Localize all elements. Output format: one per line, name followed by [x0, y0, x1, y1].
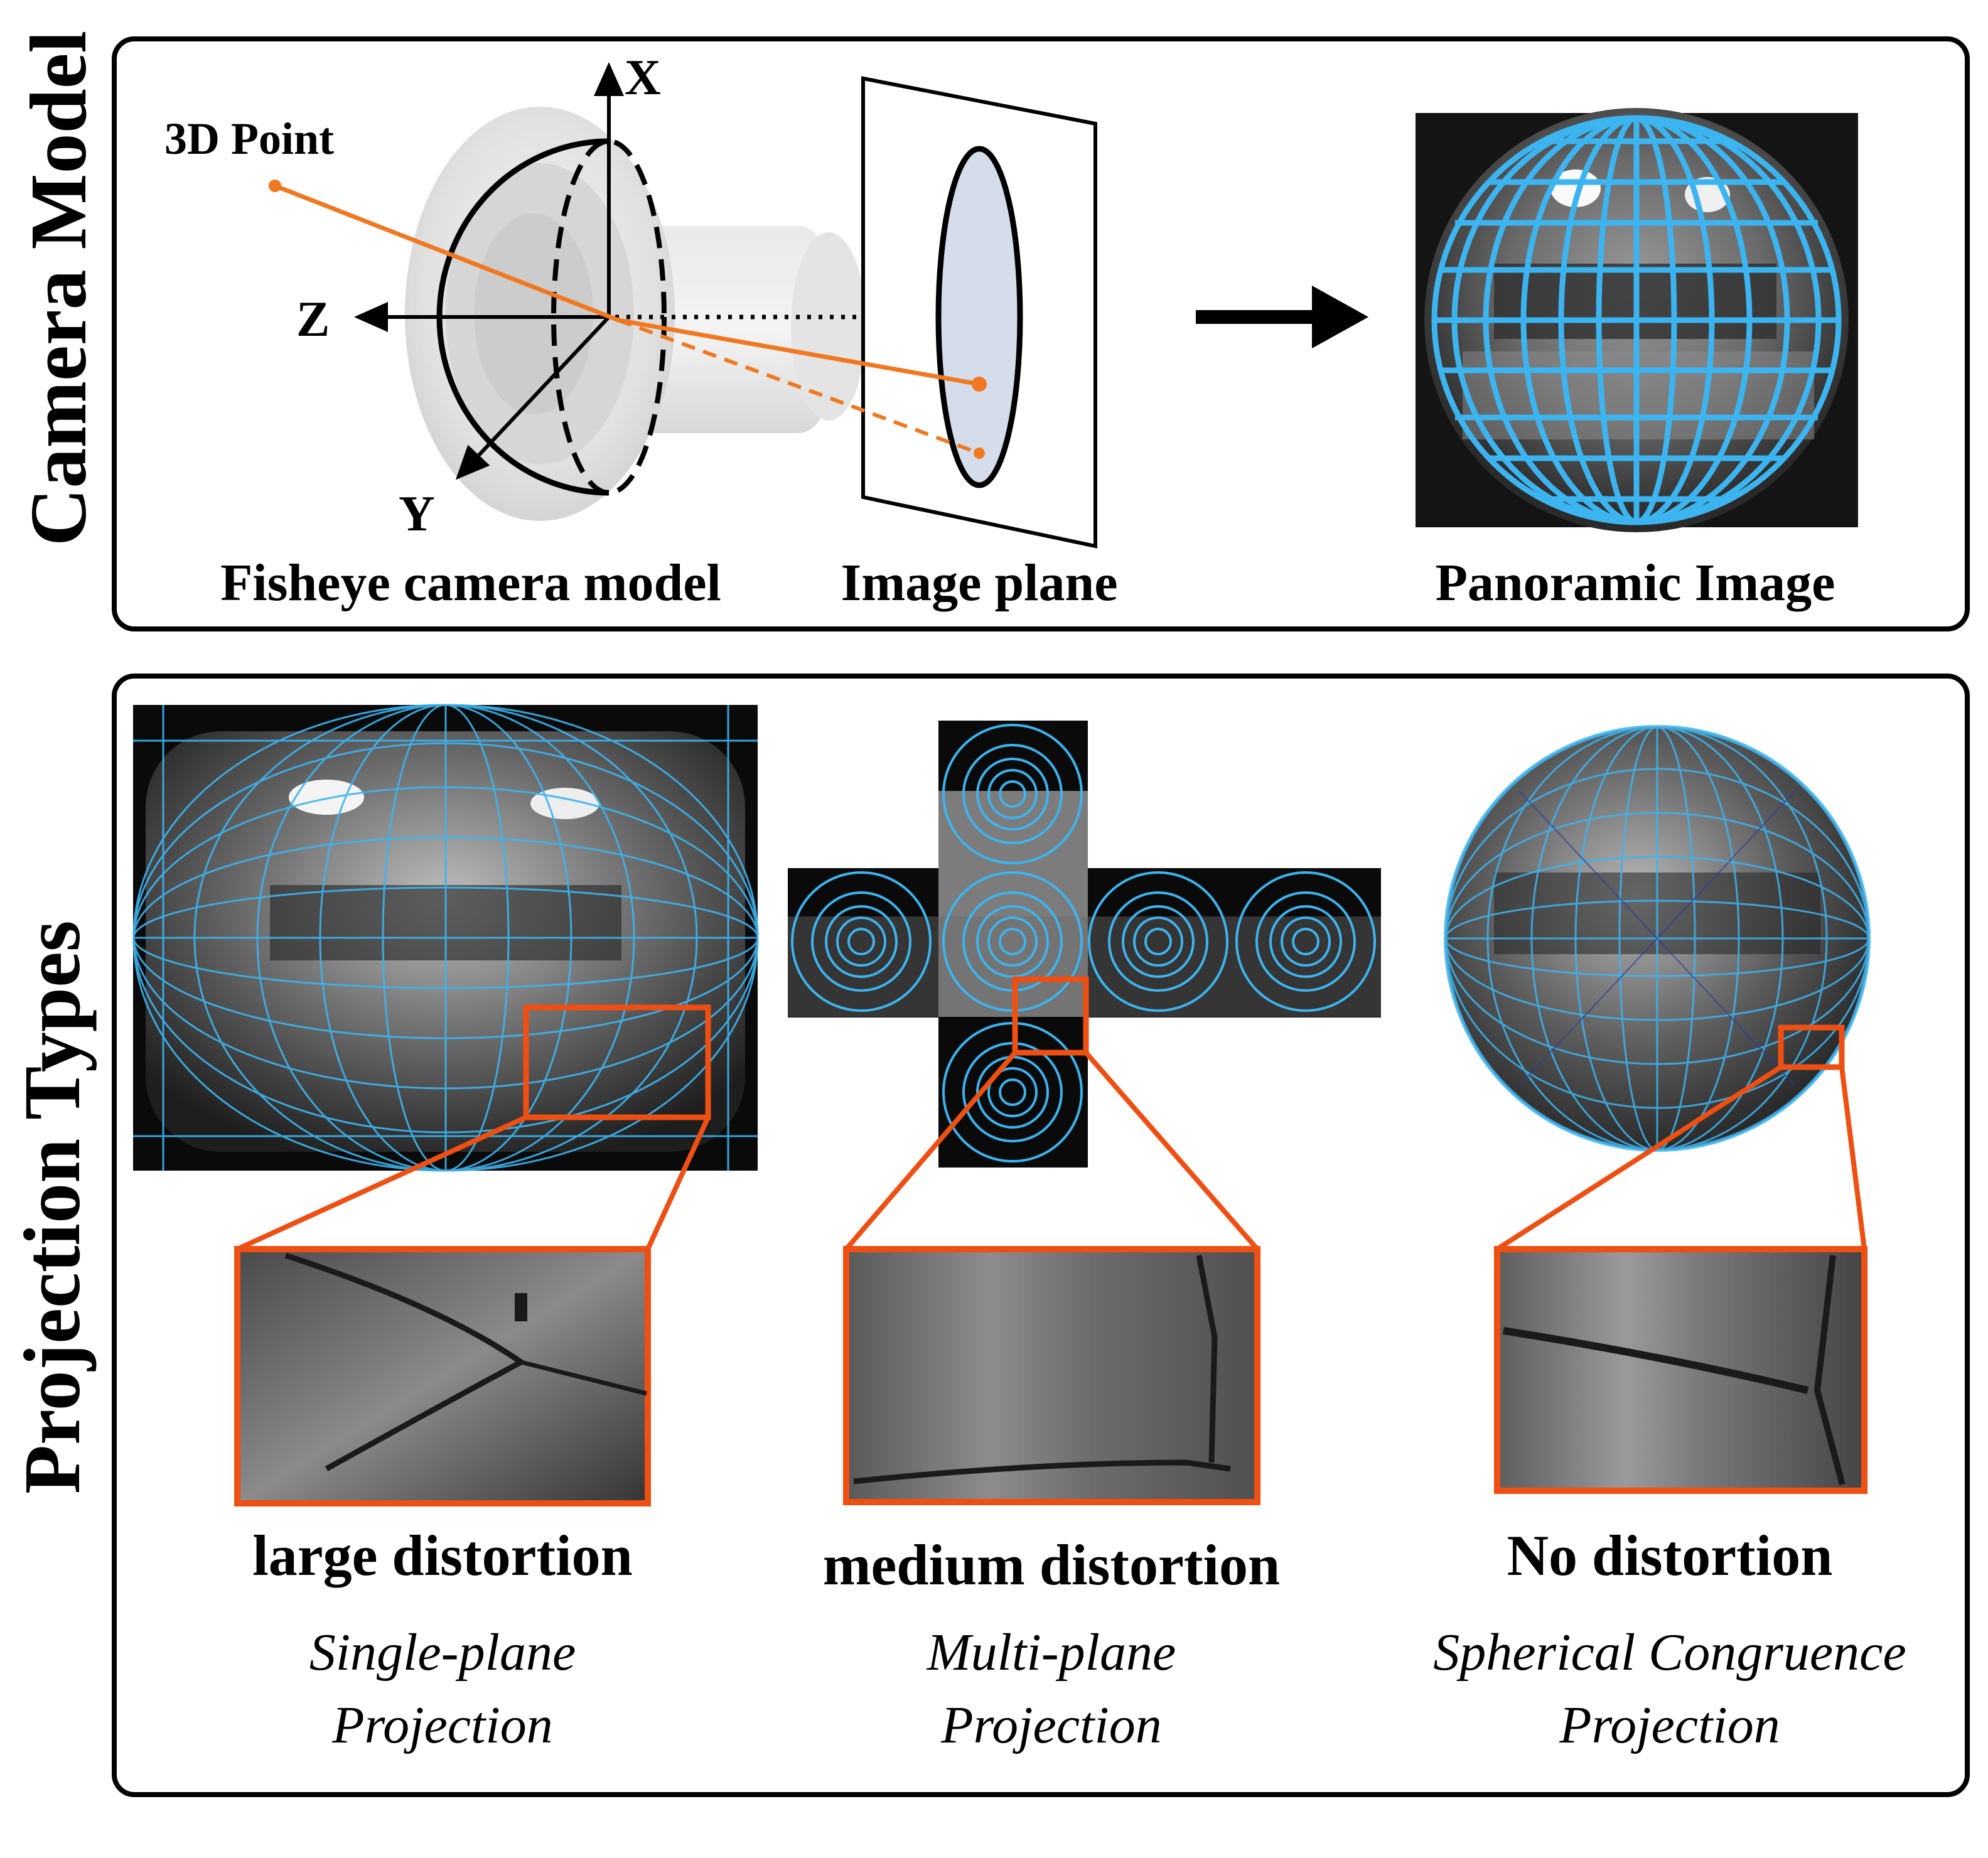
projection-types-diagram [132, 704, 1871, 1506]
spherical-highlight [1778, 1024, 1845, 1070]
multi-plane-image [788, 721, 1381, 1168]
projected-ray [617, 318, 981, 455]
camera-model-diagram: X Z Y 3D Point [164, 50, 1858, 549]
z-axis-label: Z [296, 292, 330, 347]
multi-plane-projection-label: Multi-plane Projection [775, 1616, 1328, 1762]
multi-plane-zoom [843, 1246, 1260, 1505]
multi-plane-line1: Multi-plane [927, 1623, 1176, 1682]
large-distortion-label: large distortion [252, 1523, 633, 1587]
3d-point [269, 180, 281, 192]
refracted-ray [618, 318, 980, 387]
single-plane-zoom [234, 1246, 651, 1506]
x-axis-label: X [625, 50, 661, 105]
point-label: 3D Point [164, 114, 334, 164]
single-plane-line2: Projection [332, 1696, 553, 1754]
incoming-ray [274, 183, 620, 323]
image-plane-ellipse [935, 146, 1023, 488]
single-plane-image [132, 704, 759, 1172]
single-plane-highlight [523, 1004, 711, 1120]
panoramic-image [1416, 108, 1858, 532]
y-axis [455, 315, 611, 480]
no-distortion-label: No distortion [1507, 1523, 1833, 1587]
spherical-line2: Projection [1559, 1696, 1780, 1754]
multi-plane-line2: Projection [941, 1696, 1162, 1754]
y-axis-label: Y [399, 486, 435, 542]
fisheye-caption: Fisheye camera model [220, 554, 721, 612]
medium-distortion-label: medium distortion [822, 1533, 1281, 1597]
image-plane-caption: Image plane [841, 554, 1118, 612]
spherical-projection-label: Spherical Congruence Projection [1381, 1616, 1958, 1762]
panoramic-caption: Panoramic Image [1435, 554, 1835, 612]
spherical-zoom [1494, 1246, 1867, 1494]
single-plane-projection-label: Single-plane Projection [188, 1616, 697, 1762]
single-plane-line1: Single-plane [309, 1623, 576, 1682]
spherical-line1: Spherical Congruence [1433, 1623, 1906, 1682]
multi-plane-highlight [1012, 976, 1089, 1056]
spherical-image [1444, 725, 1871, 1152]
